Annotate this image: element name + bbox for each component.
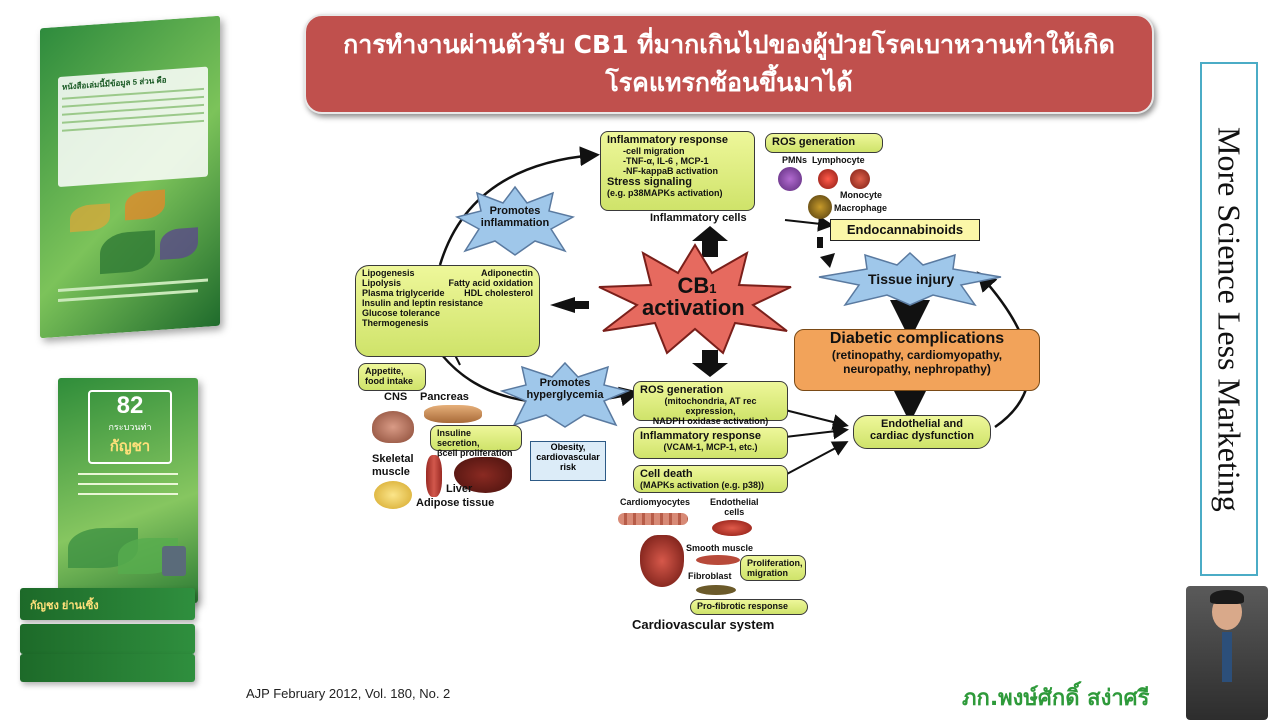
book-title: กัญชา bbox=[109, 438, 151, 455]
pmns-label: PMNs bbox=[782, 155, 808, 165]
adipose-tissue-label: Adipose tissue bbox=[416, 497, 495, 509]
inflammatory-response-box: Inflammatory response -cell migration -T… bbox=[600, 131, 755, 211]
citation: AJP February 2012, Vol. 180, No. 2 bbox=[246, 686, 451, 701]
inflammatory-response-mid-box: Inflammatory response (VCAM-1, MCP-1, et… bbox=[633, 427, 788, 459]
ros-generation-top: ROS generation bbox=[765, 133, 883, 153]
book-stack-1: กัญชง ย่านเซิ้ง bbox=[20, 588, 195, 620]
activation-label: activation bbox=[642, 295, 745, 320]
macrophage-cell-icon bbox=[808, 195, 832, 219]
inflammatory-response-title: Inflammatory response bbox=[607, 134, 729, 146]
adipose-icon bbox=[374, 481, 412, 509]
monocyte-label: Monocyte bbox=[840, 190, 883, 200]
diagram-arrows bbox=[438, 146, 1031, 476]
pro-fibrotic-box: Pro-fibrotic response bbox=[690, 599, 808, 615]
endothelial-cell-icon bbox=[712, 520, 752, 536]
book-stack-2 bbox=[20, 624, 195, 654]
cell-death-box: Cell death (MAPKs activation (e.g. p38)) bbox=[633, 465, 788, 493]
endocannabinoids-box: Endocannabinoids bbox=[830, 219, 980, 241]
cardiomyocytes-label: Cardiomyocytes bbox=[620, 497, 691, 507]
monocyte-cell-icon bbox=[850, 169, 870, 189]
inflammatory-cells-label: Inflammatory cells bbox=[650, 212, 747, 224]
lymphocyte-label: Lymphocyte bbox=[812, 155, 865, 165]
fibroblast-icon bbox=[696, 585, 736, 595]
book-stack-3 bbox=[20, 654, 195, 682]
book-cover-front: 82 กระบวนท่า กัญชา bbox=[58, 378, 198, 603]
pancreas-label: Pancreas bbox=[420, 391, 469, 403]
liver-icon bbox=[454, 457, 512, 493]
side-label-box: More Science Less Marketing bbox=[1200, 62, 1258, 576]
smooth-muscle-icon bbox=[696, 555, 740, 565]
promotes-hyperglycemia-burst bbox=[500, 361, 630, 428]
author-photo bbox=[1186, 586, 1268, 720]
book-subtitle: กระบวนท่า bbox=[108, 422, 152, 432]
fibroblast-label: Fibroblast bbox=[688, 571, 732, 581]
side-label-text: More Science Less Marketing bbox=[1211, 126, 1248, 512]
book-number: 82 bbox=[116, 392, 144, 419]
liver-label: Liver bbox=[446, 483, 473, 495]
heart-icon bbox=[640, 535, 684, 587]
title-line-2: โรคแทรกซ้อนขึ้นมาได้ bbox=[605, 68, 853, 97]
author-mini-photo bbox=[162, 546, 186, 576]
cb1-label: CB1 bbox=[677, 273, 717, 298]
tissue-injury-label: Tissue injury bbox=[868, 271, 955, 287]
muscle-icon bbox=[426, 455, 442, 497]
book-top: หนังสือเล่มนี้มีข้อมูล 5 ส่วน คือ bbox=[40, 15, 220, 339]
pmn-cell-icon bbox=[778, 167, 802, 191]
cardiomyocyte-icon bbox=[618, 513, 688, 525]
cardiovascular-system-label: Cardiovascular system bbox=[632, 617, 775, 632]
insulin-secretion-box: Insuline secretion,βcell proliferation bbox=[430, 425, 522, 458]
cns-label: CNS bbox=[384, 391, 408, 403]
diabetic-complications-box: Diabetic complications (retinopathy, car… bbox=[794, 329, 1040, 391]
promotes-inflammation-burst bbox=[455, 185, 575, 256]
author-name: ภก.พงษ์ศักดิ์ สง่าศรี bbox=[962, 686, 1150, 711]
cb1-diagram: CB1 activation Inflammatory response -ce… bbox=[350, 125, 1050, 635]
brain-icon bbox=[372, 411, 414, 443]
title-banner: การทำงานผ่านตัวรับ CB1 ที่มากเกินไปของผู… bbox=[304, 14, 1154, 114]
title-line-1: การทำงานผ่านตัวรับ CB1 ที่มากเกินไปของผู… bbox=[343, 30, 1115, 59]
lymphocyte-cell-icon bbox=[818, 169, 838, 189]
smooth-muscle-label: Smooth muscle bbox=[686, 543, 754, 553]
cb1-starburst bbox=[598, 243, 792, 355]
appetite-box: Appetite,food intake bbox=[358, 363, 426, 391]
macrophage-label: Macrophage bbox=[834, 203, 888, 213]
ros-generation-mid-box: ROS generation (mitochondria, AT rec exp… bbox=[633, 381, 788, 426]
proliferation-box: Proliferation,migration bbox=[740, 555, 806, 581]
tissue-injury-burst bbox=[818, 251, 1002, 307]
pancreas-icon bbox=[424, 405, 482, 423]
